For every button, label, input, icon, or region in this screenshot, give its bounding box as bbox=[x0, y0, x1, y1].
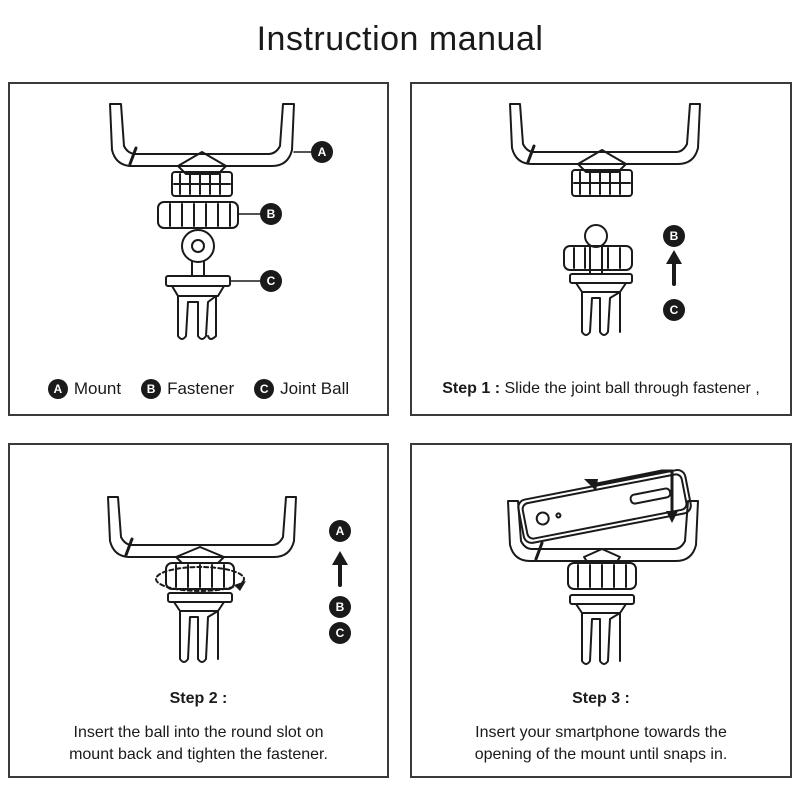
panel-overview: A B C A Mount B Fastener C Joint Ball bbox=[8, 82, 389, 416]
step-3-description: Insert your smartphone towards the openi… bbox=[412, 722, 790, 766]
panel-step-2: A B C Step 2 : Insert the ball into the … bbox=[8, 443, 389, 778]
arrow-badge-top: B bbox=[663, 225, 685, 247]
svg-text:C: C bbox=[670, 303, 679, 317]
fastener-ring bbox=[165, 562, 235, 590]
callout-a: A bbox=[311, 141, 333, 163]
step-2-illustration: A B C bbox=[107, 496, 351, 663]
svg-text:B: B bbox=[336, 600, 345, 614]
arrow-badge-b: B bbox=[329, 596, 351, 618]
parts-legend: A Mount B Fastener C Joint Ball bbox=[10, 379, 387, 399]
base-plate bbox=[165, 275, 231, 287]
legend-item-fastener: B Fastener bbox=[141, 379, 234, 399]
panel-step-3: Step 3 : Insert your smartphone towards … bbox=[410, 443, 792, 778]
up-arrow-icon bbox=[332, 551, 348, 565]
joint-ball bbox=[181, 229, 215, 263]
joint-ball bbox=[584, 224, 608, 248]
step-2-line-2: mount back and tighten the fastener. bbox=[69, 746, 328, 763]
step-1-illustration: B C bbox=[509, 103, 701, 336]
vent-clip bbox=[179, 610, 219, 663]
svg-text:C: C bbox=[267, 274, 276, 288]
badge-c: C bbox=[254, 379, 275, 399]
svg-text:B: B bbox=[670, 229, 679, 243]
step-1-caption: Step 1 : Slide the joint ball through fa… bbox=[412, 380, 790, 398]
svg-text:A: A bbox=[318, 145, 327, 159]
arrow-badge-bottom: C bbox=[663, 299, 685, 321]
legend-item-mount: A Mount bbox=[47, 379, 122, 399]
mount-bracket bbox=[109, 103, 295, 167]
callout-b: B bbox=[260, 203, 282, 225]
legend-label: Mount bbox=[73, 379, 122, 398]
up-arrow-icon bbox=[666, 250, 682, 264]
callout-c: C bbox=[260, 270, 282, 292]
mount-bracket bbox=[507, 500, 699, 562]
panel-step-1: B C Step 1 : Slide the joint ball throug… bbox=[410, 82, 792, 416]
svg-text:A: A bbox=[336, 524, 345, 538]
fastener-ring bbox=[157, 201, 239, 229]
legend-label: Joint Ball bbox=[280, 379, 350, 398]
vent-clip bbox=[581, 612, 621, 665]
fastener-ring bbox=[567, 562, 637, 590]
step-3-heading: Step 3 : bbox=[572, 690, 630, 707]
svg-text:B: B bbox=[267, 207, 276, 221]
mount-thread bbox=[171, 171, 233, 197]
vent-clip bbox=[581, 291, 621, 336]
arrow-badge-a: A bbox=[329, 520, 351, 542]
exploded-mount-illustration: A B C bbox=[109, 103, 333, 340]
legend-label: Fastener bbox=[167, 379, 235, 398]
badge-b: B bbox=[141, 379, 162, 399]
arrow-badge-c: C bbox=[329, 622, 351, 644]
page-title: Instruction manual bbox=[256, 20, 544, 58]
rotate-arrow-icon bbox=[155, 566, 245, 592]
step-2-line-1: Insert the ball into the round slot on bbox=[73, 724, 324, 741]
smartphone bbox=[517, 469, 692, 544]
insert-arrow-icon bbox=[660, 469, 674, 515]
vent-clip bbox=[177, 295, 217, 340]
step-3-line-1: Insert your smartphone towards the bbox=[475, 724, 727, 741]
step-3-illustration bbox=[507, 469, 699, 665]
step-1-heading: Step 1 : bbox=[442, 380, 501, 397]
legend-item-joint-ball: C Joint Ball bbox=[254, 379, 349, 399]
step-3-line-2: opening of the mount until snaps in. bbox=[474, 746, 728, 763]
mount-hub bbox=[177, 151, 227, 175]
mount-thread bbox=[571, 169, 633, 197]
step-1-text: Slide the joint ball through fastener , bbox=[504, 380, 760, 397]
badge-a: A bbox=[47, 379, 68, 399]
step-2-heading: Step 2 : bbox=[169, 690, 228, 707]
svg-text:C: C bbox=[336, 626, 345, 640]
mount-bracket bbox=[107, 496, 297, 558]
mount-bracket bbox=[509, 103, 701, 165]
step-2-description: Insert the ball into the round slot on m… bbox=[10, 722, 387, 766]
fastener-ring bbox=[563, 245, 633, 271]
